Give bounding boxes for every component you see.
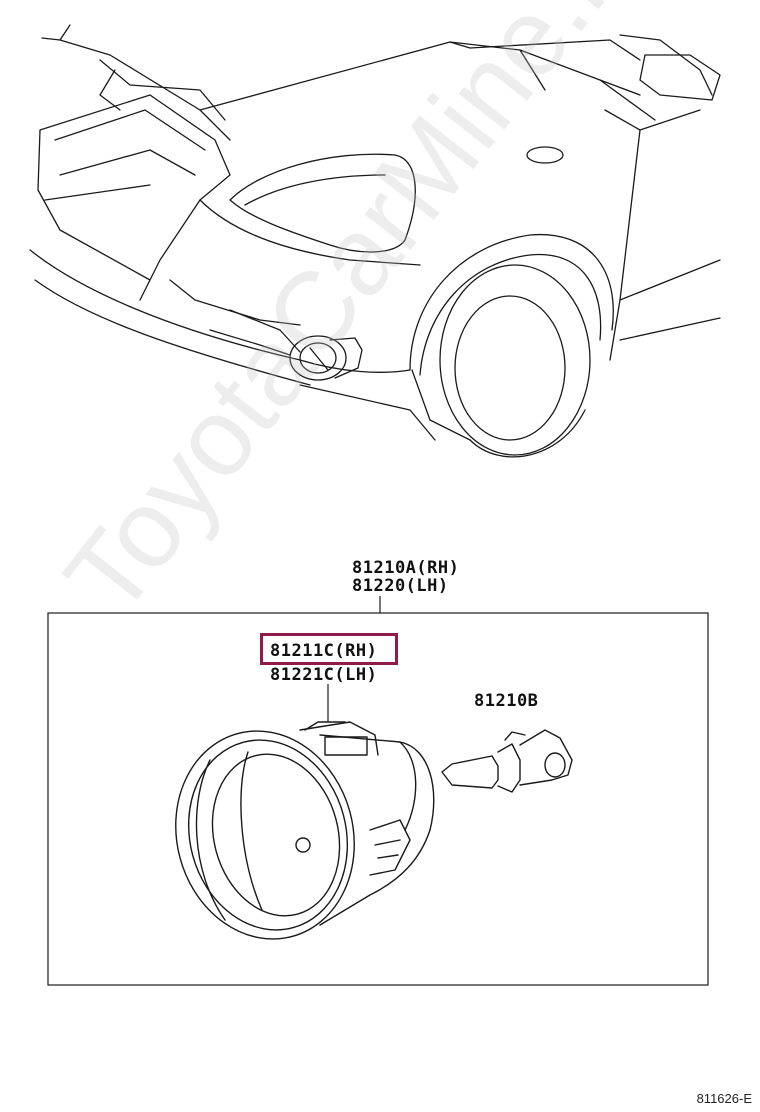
- lens-rh-label[interactable]: 81211C(RH): [270, 641, 378, 661]
- lens-lh-label[interactable]: 81221C(LH): [270, 665, 378, 685]
- assembly-rh-label[interactable]: 81210A(RH): [352, 558, 460, 578]
- bulb-label[interactable]: 81210B: [474, 691, 539, 711]
- assembly-lh-label[interactable]: 81220(LH): [352, 576, 449, 596]
- highlight-box: [260, 633, 398, 665]
- car-front-icon: [29, 24, 721, 458]
- drawing-code: 811626-E: [696, 1091, 752, 1106]
